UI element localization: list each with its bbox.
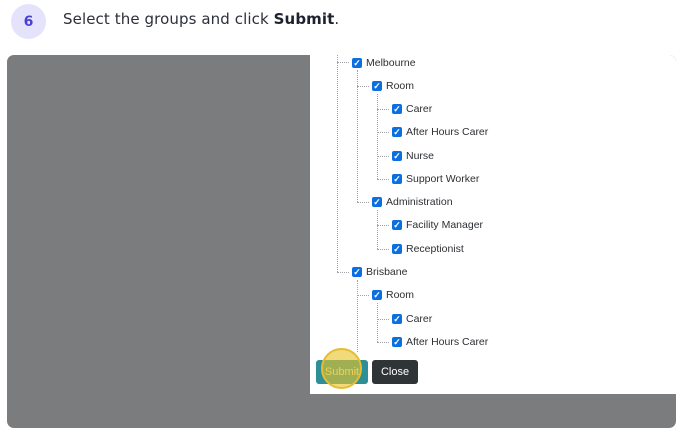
tree-connector (357, 280, 358, 352)
tree-connector (377, 210, 378, 249)
checkbox-checked-icon[interactable]: ✓ (392, 337, 402, 347)
tree-node-melbourne[interactable]: ✓ Melbourne (352, 55, 416, 71)
tree-node-brisbane-after-hours-carer[interactable]: ✓ After Hours Carer (392, 334, 488, 350)
checkbox-checked-icon[interactable]: ✓ (392, 244, 402, 254)
tree-node-brisbane-room[interactable]: ✓ Room (372, 287, 414, 303)
group-selection-dialog: ✓ Melbourne ✓ Room ✓ Carer ✓ After Hours… (310, 55, 676, 394)
checkbox-checked-icon[interactable]: ✓ (372, 290, 382, 300)
tree-connector (377, 156, 389, 157)
tree-node-label: Carer (406, 103, 433, 115)
tree-node-brisbane[interactable]: ✓ Brisbane (352, 264, 407, 280)
tree-node-melbourne-nurse[interactable]: ✓ Nurse (392, 148, 434, 164)
step-number-badge: 6 (11, 4, 46, 39)
checkbox-checked-icon[interactable]: ✓ (392, 314, 402, 324)
tree-connector (377, 179, 389, 180)
tree-connector (337, 272, 349, 273)
tree-node-label: Room (386, 289, 415, 301)
close-button[interactable]: Close (372, 360, 418, 384)
tree-connector (377, 342, 389, 343)
tree-connector (357, 295, 369, 296)
tree-connector (357, 70, 358, 202)
tree-node-brisbane-carer[interactable]: ✓ Carer (392, 311, 432, 327)
checkbox-checked-icon[interactable]: ✓ (392, 127, 402, 137)
tree-node-melbourne-after-hours-carer[interactable]: ✓ After Hours Carer (392, 124, 488, 140)
tree-node-label: Administration (386, 196, 453, 208)
tree-connector (357, 202, 369, 203)
tree-node-label: Facility Manager (406, 219, 484, 231)
checkbox-checked-icon[interactable]: ✓ (352, 58, 362, 68)
screenshot-frame: ✓ Melbourne ✓ Room ✓ Carer ✓ After Hours… (7, 55, 676, 428)
tree-connector (377, 132, 389, 133)
checkbox-checked-icon[interactable]: ✓ (392, 151, 402, 161)
tree-connector (337, 62, 349, 63)
click-highlight-marker (321, 348, 362, 389)
tree-node-label: After Hours Carer (406, 126, 489, 138)
tree-node-label: Brisbane (366, 266, 408, 278)
tree-connector (377, 249, 389, 250)
tree-connector (337, 55, 338, 272)
tree-node-label: Receptionist (406, 243, 464, 255)
checkbox-checked-icon[interactable]: ✓ (372, 81, 382, 91)
step-text-bold: Submit (273, 10, 335, 28)
step-text-before: Select the groups and click (63, 10, 274, 28)
tree-node-label: Room (386, 80, 415, 92)
step-header: 6 Select the groups and click Submit. (0, 0, 684, 44)
tree-node-label: After Hours Carer (406, 336, 489, 348)
tree-connector (377, 319, 389, 320)
checkbox-checked-icon[interactable]: ✓ (392, 220, 402, 230)
checkbox-checked-icon[interactable]: ✓ (352, 267, 362, 277)
tree-node-label: Support Worker (406, 173, 480, 185)
checkbox-checked-icon[interactable]: ✓ (392, 104, 402, 114)
step-instruction: Select the groups and click Submit. (63, 10, 339, 28)
tree-connector (377, 94, 378, 179)
tree-node-facility-manager[interactable]: ✓ Facility Manager (392, 217, 483, 233)
tree-connector (377, 109, 389, 110)
tree-node-melbourne-support-worker[interactable]: ✓ Support Worker (392, 171, 479, 187)
checkbox-checked-icon[interactable]: ✓ (372, 197, 382, 207)
step-text-after: . (334, 10, 340, 28)
tree-node-melbourne-room[interactable]: ✓ Room (372, 78, 414, 94)
tree-node-label: Melbourne (366, 57, 416, 69)
tree-connector (357, 86, 369, 87)
tree-connector (377, 303, 378, 342)
tree-node-administration[interactable]: ✓ Administration (372, 194, 453, 210)
tree-connector (377, 225, 389, 226)
checkbox-checked-icon[interactable]: ✓ (392, 174, 402, 184)
tree-node-label: Carer (406, 313, 433, 325)
tree-node-label: Nurse (406, 150, 435, 162)
tree-node-receptionist[interactable]: ✓ Receptionist (392, 241, 464, 257)
tree-node-melbourne-carer[interactable]: ✓ Carer (392, 101, 432, 117)
